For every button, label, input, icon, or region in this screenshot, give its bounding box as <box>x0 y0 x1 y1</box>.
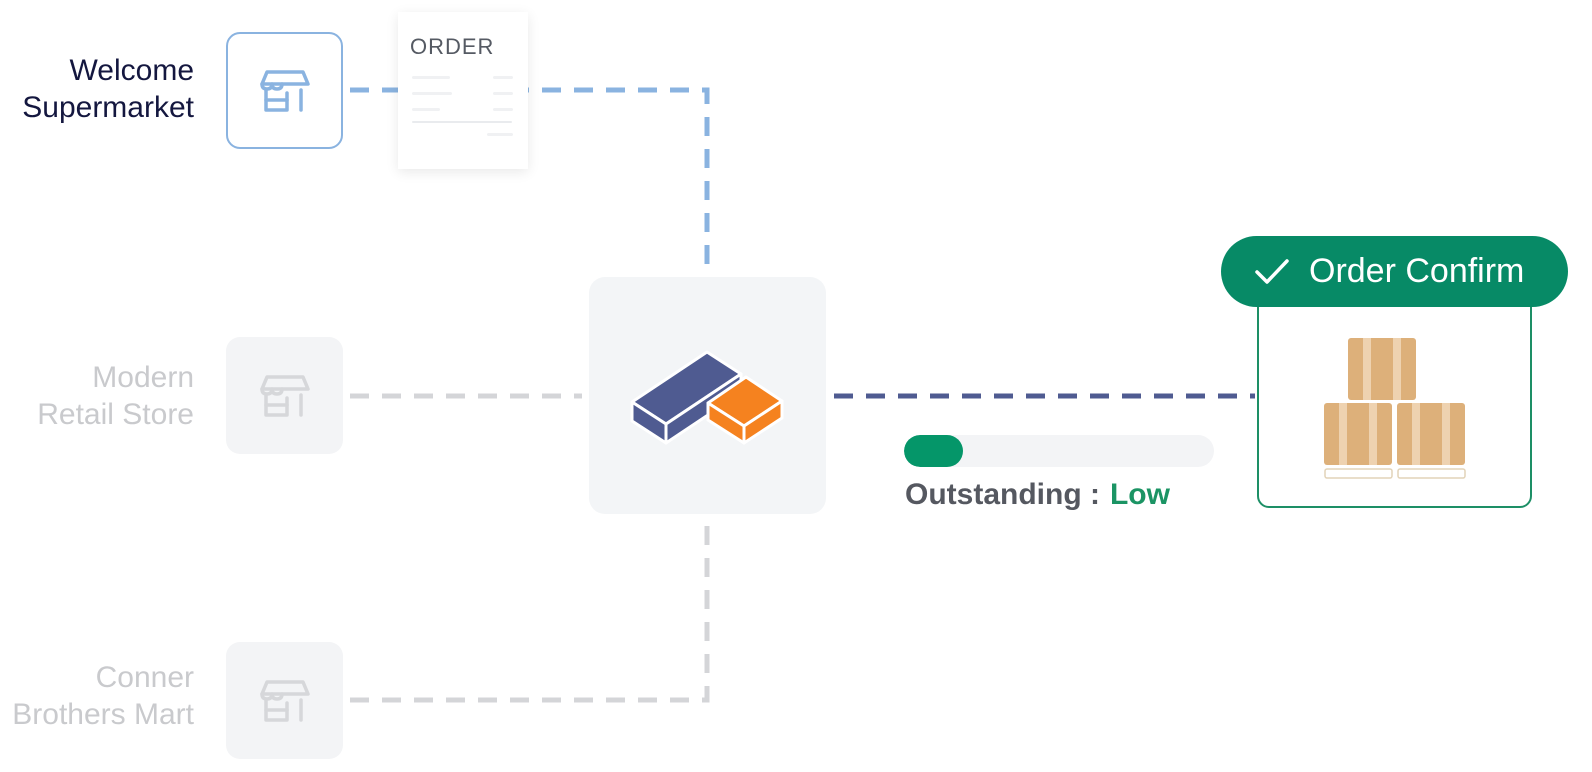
distribution-hub[interactable] <box>589 277 826 514</box>
order-confirm-card <box>1257 286 1532 508</box>
stacked-boxes-icon <box>1324 338 1466 479</box>
store-card-welcome-supermarket[interactable] <box>226 32 343 149</box>
warehouse-blocks-icon <box>630 350 784 445</box>
order-document-title: ORDER <box>410 34 495 59</box>
order-document: ORDER <box>398 12 528 169</box>
outstanding-progress-bar <box>904 435 1214 467</box>
connector-welcome-to-hub <box>350 87 710 270</box>
checkmark-icon <box>1255 258 1289 285</box>
outstanding-value: Low <box>1109 478 1170 511</box>
order-confirm-label: Order Confirm <box>1309 252 1525 290</box>
store-icon <box>259 69 310 112</box>
store-icon <box>259 374 310 417</box>
connector-conner-to-hub <box>350 520 710 703</box>
store-card-conner-brothers-mart[interactable] <box>226 642 343 759</box>
outstanding-progress-fill <box>904 435 963 467</box>
outstanding-label: Outstanding : <box>905 478 1100 511</box>
outstanding-status: Outstanding : Low <box>905 478 1170 512</box>
order-confirm-badge[interactable]: Order Confirm <box>1221 236 1568 307</box>
store-card-modern-retail-store[interactable] <box>226 337 343 454</box>
store-icon <box>259 679 310 722</box>
